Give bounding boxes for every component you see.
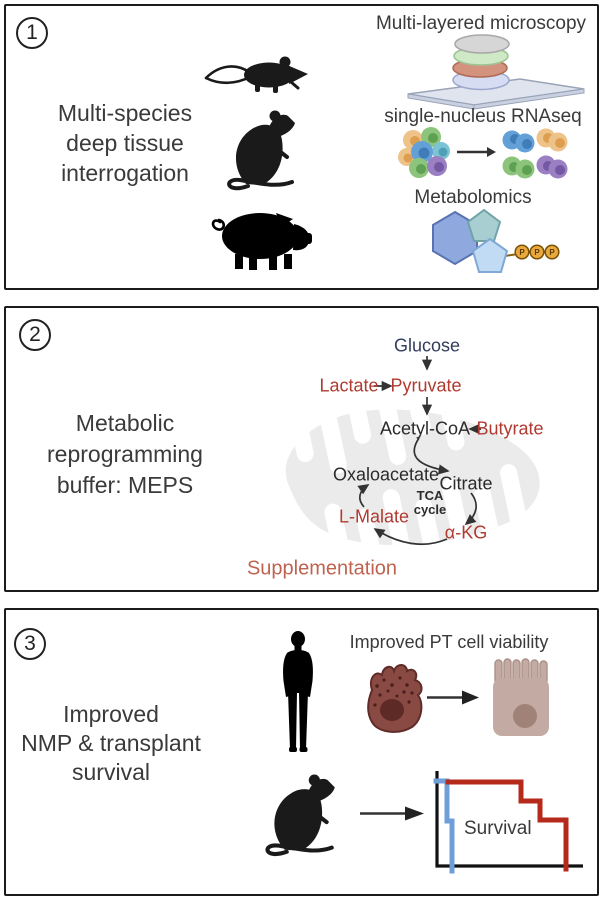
panel2-title-line1: Metabolic xyxy=(75,410,175,436)
arrow-malate-oxaloacetate xyxy=(357,484,370,508)
node-l-malate: L-Malate xyxy=(338,506,410,527)
microscopy-stack-icon xyxy=(407,34,585,110)
mouse-icon xyxy=(204,56,308,93)
panel2-title-line3: buffer: MEPS xyxy=(56,472,194,498)
panel2-number: 2 xyxy=(29,323,41,346)
survival-curve-blue xyxy=(433,778,455,874)
arrow-akg-malate xyxy=(373,528,448,546)
panel1-title-line3: interrogation xyxy=(61,160,189,186)
rat-icon xyxy=(227,110,295,191)
metabolomics-label: Metabolomics xyxy=(414,187,532,208)
survival-arrow xyxy=(360,806,424,821)
healthy-cell-icon xyxy=(493,658,549,736)
survival-axes xyxy=(435,771,583,868)
panel1-number-badge: 1 xyxy=(16,17,48,49)
phosphate-p-3: P xyxy=(549,248,555,257)
node-pyruvate: Pyruvate xyxy=(390,375,462,396)
panel1-number: 1 xyxy=(26,21,38,44)
molecule-icon: P P P xyxy=(432,208,560,273)
node-lactate: Lactate xyxy=(319,375,379,396)
damaged-cell-icon xyxy=(367,664,423,733)
rat-icon-panel3 xyxy=(265,774,335,856)
microscopy-label: Multi-layered microscopy xyxy=(375,13,587,34)
panel3-title: Improved NMP & transplant survival xyxy=(0,700,222,787)
panel2-number-badge: 2 xyxy=(19,319,51,351)
panel3-title-line2: NMP & transplant xyxy=(21,730,201,756)
panel2-title: Metabolic reprogramming buffer: MEPS xyxy=(20,408,230,501)
panel1-title-line1: Multi-species xyxy=(57,100,193,126)
tca-line2: cycle xyxy=(413,502,447,517)
node-acetyl-coa: Acetyl-CoA xyxy=(379,418,471,439)
panel3-number: 3 xyxy=(24,632,36,655)
panel3-title-line3: survival xyxy=(72,759,150,785)
pig-icon xyxy=(211,213,312,270)
panel1-title-line2: deep tissue xyxy=(66,130,184,156)
survival-curve-icon xyxy=(433,771,583,874)
pathway-arrows xyxy=(357,356,481,546)
survival-label: Survival xyxy=(464,818,532,839)
panel2-title-line2: reprogramming xyxy=(47,441,203,467)
phosphate-p-1: P xyxy=(519,248,525,257)
node-tca-cycle: TCA cycle xyxy=(414,489,447,517)
panel3-title-line1: Improved xyxy=(63,701,159,727)
arrow-acetylcoa-citrate xyxy=(413,437,450,475)
cell-pairs-sorted xyxy=(502,128,568,179)
supplementation-label: Supplementation xyxy=(246,557,398,580)
rnaseq-label: single-nucleus RNAseq xyxy=(384,106,582,127)
cell-viability-label: Improved PT cell viability xyxy=(349,632,549,652)
rnaseq-arrow xyxy=(457,147,496,157)
node-butyrate: Butyrate xyxy=(476,418,544,439)
node-glucose: Glucose xyxy=(393,335,461,356)
node-citrate: Citrate xyxy=(439,473,493,494)
cell-cluster-mixed xyxy=(398,127,450,178)
tca-line1: TCA xyxy=(416,488,444,503)
arrow-citrate-akg xyxy=(464,492,477,526)
phosphate-groups: P P P xyxy=(514,244,560,260)
survival-curve-red xyxy=(445,779,569,872)
panel3-number-badge: 3 xyxy=(14,628,46,660)
cell-arrow xyxy=(427,690,479,705)
human-icon xyxy=(283,631,313,752)
node-alpha-kg: α-KG xyxy=(444,522,488,543)
node-oxaloacetate: Oxaloacetate xyxy=(332,464,440,485)
phosphate-p-2: P xyxy=(534,248,540,257)
cell-cluster-icon xyxy=(398,127,568,179)
panel1-title: Multi-species deep tissue interrogation xyxy=(30,98,220,188)
